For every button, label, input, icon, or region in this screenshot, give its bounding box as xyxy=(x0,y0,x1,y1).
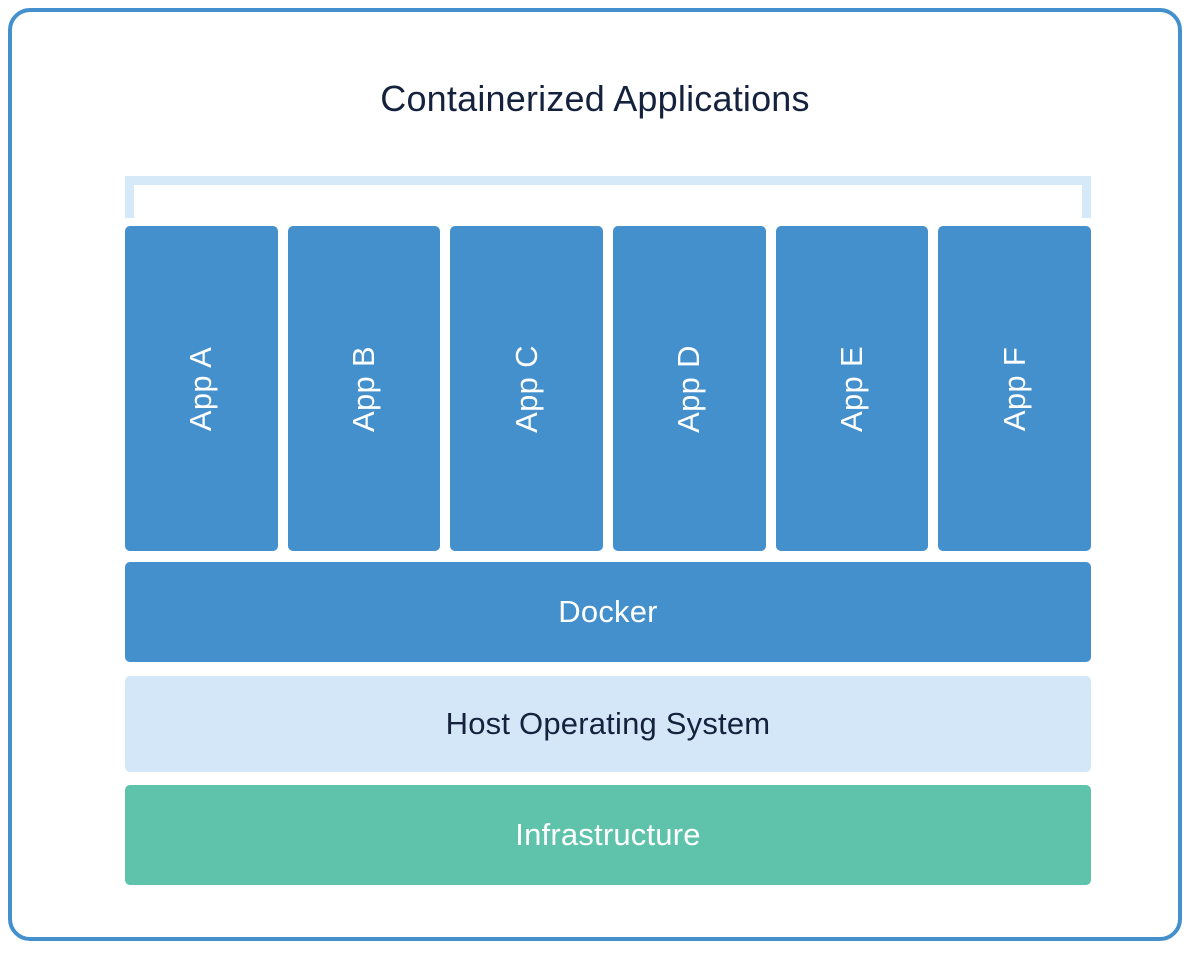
app-box-a[interactable]: App A xyxy=(125,226,278,551)
stack-container: App A App B App C App D App E App F Dock… xyxy=(125,226,1092,885)
app-box-e[interactable]: App E xyxy=(775,226,929,551)
app-label: App A xyxy=(183,346,219,431)
app-box-f[interactable]: App F xyxy=(938,226,1092,551)
diagram-card: Containerized Applications App A App B A… xyxy=(8,8,1182,941)
app-label: App E xyxy=(834,345,870,432)
app-label: App D xyxy=(671,344,707,433)
layer-infrastructure[interactable]: Infrastructure xyxy=(125,785,1091,885)
app-box-d[interactable]: App D xyxy=(613,226,766,551)
app-label: App F xyxy=(996,346,1032,431)
app-box-c[interactable]: App C xyxy=(450,226,604,551)
containerized-applications-bracket xyxy=(125,176,1091,218)
page-title: Containerized Applications xyxy=(380,78,810,119)
layer-host-operating-system[interactable]: Host Operating System xyxy=(125,676,1091,772)
layer-docker[interactable]: Docker xyxy=(125,562,1091,662)
app-label: App C xyxy=(508,344,544,433)
app-label: App B xyxy=(346,345,381,432)
app-box-b[interactable]: App B xyxy=(287,226,441,551)
application-row: App A App B App C App D App E App F xyxy=(125,226,1092,551)
